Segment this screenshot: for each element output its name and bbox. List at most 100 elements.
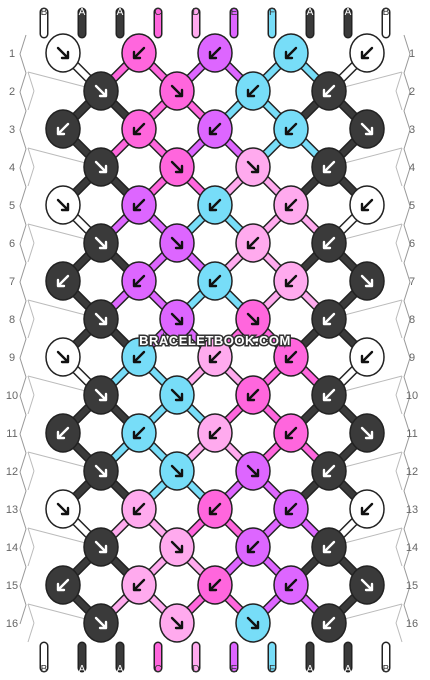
edge-strand	[395, 318, 403, 339]
knot	[197, 261, 233, 301]
arrow-down-left-icon	[56, 274, 70, 288]
row-number: 9	[9, 352, 15, 364]
knot	[235, 223, 271, 263]
row-number: 7	[409, 276, 415, 288]
arrow-down-right-icon	[170, 160, 184, 174]
edge-strand	[395, 527, 403, 548]
knot	[311, 375, 347, 415]
arrow-down-right-icon	[170, 616, 184, 630]
knot	[83, 223, 119, 263]
knot	[197, 33, 233, 73]
arrow-down-right-icon	[246, 312, 260, 326]
arrow-down-left-icon	[132, 122, 146, 136]
arrow-down-right-icon	[170, 388, 184, 402]
edge-strand	[27, 90, 35, 111]
arrow-down-left-icon	[208, 122, 222, 136]
row-number: 12	[6, 466, 18, 478]
string-label: B	[41, 7, 48, 18]
knot	[197, 185, 233, 225]
arrow-down-left-icon	[56, 578, 70, 592]
knot	[349, 109, 385, 149]
arrow-down-left-icon	[132, 198, 146, 212]
row-number: 9	[409, 352, 415, 364]
knot	[235, 71, 271, 111]
knot	[311, 299, 347, 339]
knot	[159, 299, 195, 339]
arrow-down-left-icon	[284, 274, 298, 288]
arrow-down-right-icon	[360, 426, 374, 440]
edge-strand	[27, 394, 35, 415]
arrow-down-left-icon	[208, 502, 222, 516]
row-number: 7	[9, 276, 15, 288]
arrow-down-right-icon	[246, 616, 260, 630]
edge-strand	[395, 622, 403, 643]
edge-strand	[27, 451, 35, 472]
knot	[273, 261, 309, 301]
edge-strand	[27, 470, 35, 491]
knot	[83, 527, 119, 567]
arrow-down-left-icon	[322, 312, 336, 326]
border-strand	[403, 34, 411, 625]
string-label: E	[231, 664, 238, 675]
arrow-down-right-icon	[170, 84, 184, 98]
arrow-down-left-icon	[208, 274, 222, 288]
arrow-down-left-icon	[246, 84, 260, 98]
knot	[273, 109, 309, 149]
arrow-down-left-icon	[322, 388, 336, 402]
knot	[159, 147, 195, 187]
arrow-down-right-icon	[170, 236, 184, 250]
knot	[83, 71, 119, 111]
arrow-down-right-icon	[360, 122, 374, 136]
string-label: F	[269, 664, 275, 675]
edge-strand	[395, 166, 403, 187]
row-number: 8	[9, 314, 15, 326]
knot	[197, 413, 233, 453]
arrow-down-left-icon	[322, 236, 336, 250]
knot	[311, 223, 347, 263]
string-label: B	[383, 664, 390, 675]
knot	[121, 413, 157, 453]
knot	[235, 603, 271, 643]
arrow-down-left-icon	[284, 350, 298, 364]
knot	[121, 33, 157, 73]
row-number: 14	[6, 542, 18, 554]
edge-strand	[395, 242, 403, 263]
knot	[45, 489, 81, 529]
string-label: B	[383, 7, 390, 18]
arrow-down-right-icon	[360, 274, 374, 288]
knot	[121, 565, 157, 605]
knot	[197, 565, 233, 605]
edge-strand	[27, 546, 35, 567]
knot	[235, 147, 271, 187]
knot	[311, 603, 347, 643]
knot	[45, 565, 81, 605]
string-label: C	[154, 664, 161, 675]
string-label: B	[41, 664, 48, 675]
edge-strand	[27, 242, 35, 263]
knot	[349, 413, 385, 453]
row-number: 11	[406, 428, 417, 440]
arrow-down-right-icon	[94, 464, 108, 478]
row-number: 1	[409, 48, 415, 60]
edge-strand	[27, 622, 35, 643]
string-label: F	[269, 7, 275, 18]
arrow-down-left-icon	[284, 578, 298, 592]
arrow-down-right-icon	[94, 236, 108, 250]
knot	[197, 489, 233, 529]
edge-strand	[27, 603, 35, 624]
row-number: 10	[406, 390, 418, 402]
arrow-down-left-icon	[132, 46, 146, 60]
watermark: BRACELETBOOK.COM	[139, 333, 291, 348]
row-number: 6	[409, 238, 415, 250]
knot	[45, 413, 81, 453]
string-label: A	[345, 7, 352, 18]
arrow-down-right-icon	[94, 616, 108, 630]
arrow-down-left-icon	[208, 426, 222, 440]
arrow-down-left-icon	[208, 578, 222, 592]
knot	[83, 603, 119, 643]
string-label: D	[192, 664, 199, 675]
arrow-down-left-icon	[322, 464, 336, 478]
knot	[235, 375, 271, 415]
edge-strand	[27, 71, 35, 92]
row-number: 4	[9, 162, 15, 174]
